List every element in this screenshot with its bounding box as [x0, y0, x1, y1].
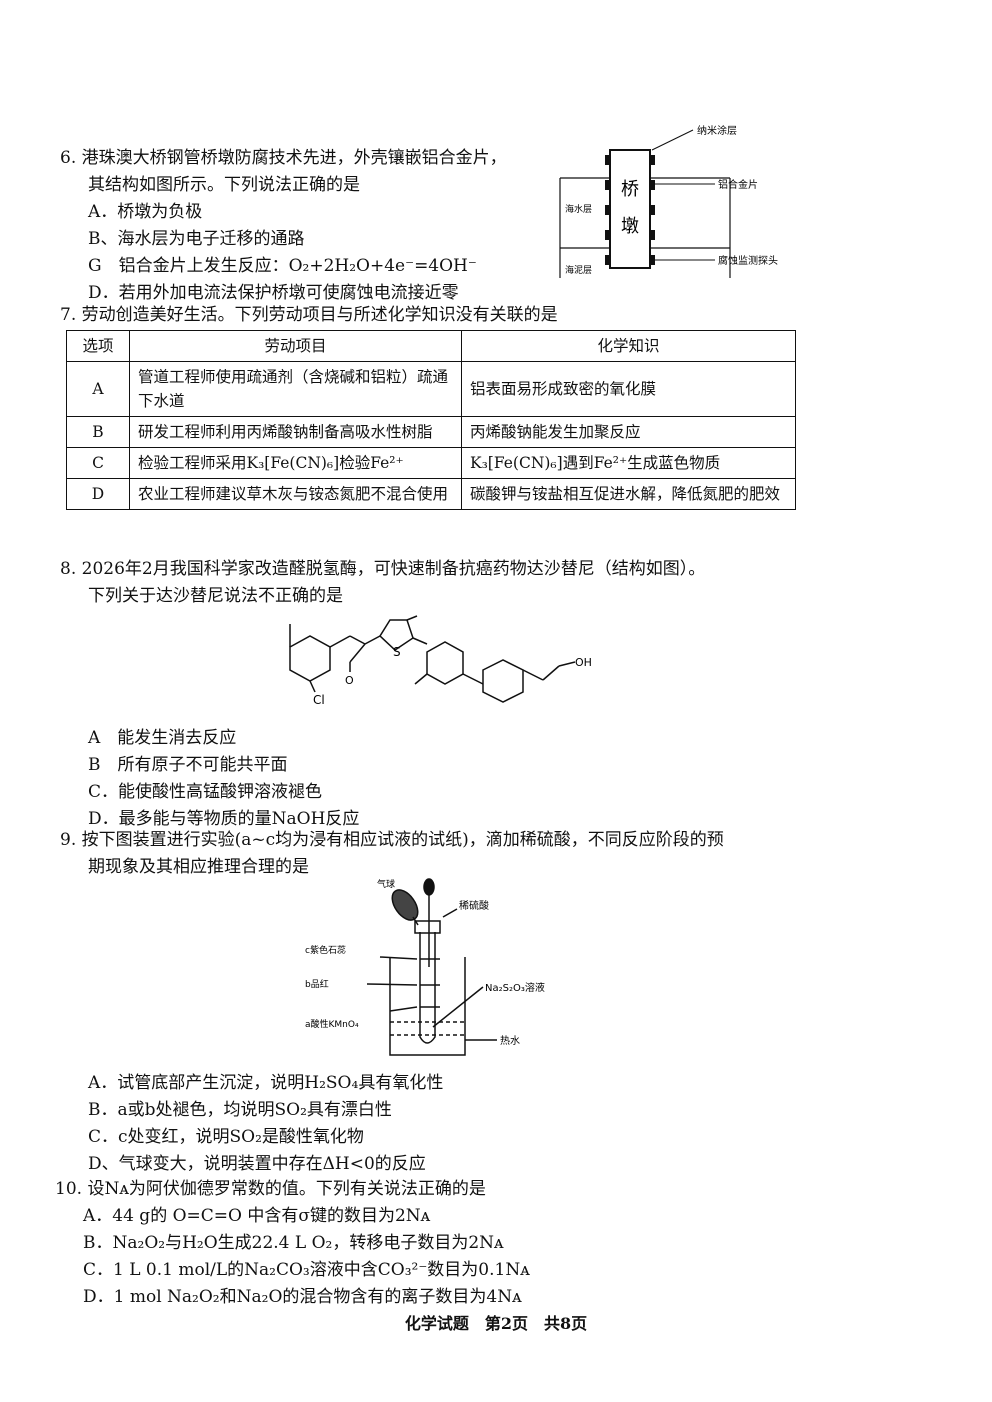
label-alloy: 铝合金片 [718, 178, 758, 191]
question-number: 7. [60, 305, 77, 325]
option-d: D、气球变大，说明装置中存在ΔH<0的反应 [88, 1154, 426, 1174]
question-8: 8. 2026年2月我国科学家改造醛脱氢酶，可快速制备抗癌药物达沙替尼（结构如图… [60, 556, 705, 610]
label-hot-water: 热水 [500, 1034, 520, 1047]
q8-options: A 能发生消去反应 B 所有原子不可能共平面 C．能使酸性高锰酸钾溶液褪色 D．… [60, 725, 359, 833]
pier-label-1: 桥 [621, 179, 639, 200]
q7-table: 选项 劳动项目 化学知识 A 管道工程师使用疏通剂（含烧碱和铝粒）疏通下水道 铝… [66, 330, 796, 510]
option-b: B、海水层为电子迁移的通路 [88, 229, 305, 249]
page-footer: 化学试题 第2页 共8页 [404, 1314, 588, 1333]
table-row: D 农业工程师建议草木灰与铵态氮肥不混合使用 碳酸钾与铵盐相互促进水解，降低氮肥… [66, 478, 796, 510]
table-row: C 检验工程师采用K₃[Fe(CN)₆]检验Fe²⁺ K₃[Fe(CN)₆]遇到… [66, 447, 796, 479]
label-probe: 腐蚀监测探头 [718, 254, 778, 267]
label-c-litmus: c紫色石蕊 [305, 944, 346, 956]
header-chem: 化学知识 [461, 330, 796, 362]
option-b: B．Na₂O₂与H₂O生成22.4 L O₂，转移电子数目为2Nᴀ [83, 1233, 504, 1253]
option-c: C．c处变红，说明SO₂是酸性氧化物 [88, 1127, 364, 1147]
label-mud: 海泥层 [565, 264, 592, 276]
question-10: 10. 设Nᴀ为阿伏伽德罗常数的值。下列有关说法正确的是 A．44 g的 O=C… [55, 1176, 530, 1311]
header-labor: 劳动项目 [129, 330, 462, 362]
row-option: B [66, 416, 130, 448]
row-option: A [66, 361, 130, 417]
row-option: C [66, 447, 130, 479]
option-d: D．若用外加电流法保护桥墩可使腐蚀电流接近零 [88, 283, 459, 303]
row-labor: 检验工程师采用K₃[Fe(CN)₆]检验Fe²⁺ [129, 447, 462, 479]
row-chem: 铝表面易形成致密的氧化膜 [461, 361, 796, 417]
label-seawater: 海水层 [565, 203, 592, 215]
question-6: 6. 港珠澳大桥钢管桥墩防腐技术先进，外壳镶嵌铝合金片， 其结构如图所示。下列说… [60, 145, 560, 307]
q9-options: A．试管底部产生沉淀，说明H₂SO₄具有氧化性 B．a或b处褪色，均说明SO₂具… [60, 1070, 443, 1178]
label-balloon: 气球 [377, 878, 395, 890]
question-stem: 2026年2月我国科学家改造醛脱氢酶，可快速制备抗癌药物达沙替尼（结构如图）。 [81, 559, 706, 579]
option-d: D．最多能与等物质的量NaOH反应 [88, 809, 360, 829]
atom-s: S [393, 645, 401, 659]
row-chem: 丙烯酸钠能发生加聚反应 [461, 416, 796, 448]
question-stem: 下列关于达沙替尼说法不正确的是 [88, 586, 343, 606]
row-option: D [66, 478, 130, 510]
row-labor: 研发工程师利用丙烯酸钠制备高吸水性树脂 [129, 416, 462, 448]
question-stem: 设Nᴀ为阿伏伽德罗常数的值。下列有关说法正确的是 [87, 1179, 486, 1199]
option-a: A．桥墩为负极 [88, 202, 203, 222]
question-number: 6. [60, 148, 77, 168]
question-stem: 按下图装置进行实验(a~c均为浸有相应试液的试纸)，滴加稀硫酸，不同反应阶段的预 [81, 830, 724, 850]
label-na2s2o3: Na₂S₂O₃溶液 [485, 981, 545, 994]
table-header-row: 选项 劳动项目 化学知识 [66, 330, 796, 362]
bridge-pier-diagram: 桥 墩 纳米涂层 铝合金片 海水层 海泥层 腐蚀监测探头 [559, 124, 778, 278]
option-c: G 铝合金片上发生反应：O₂+2H₂O+4e⁻=4OH⁻ [88, 256, 477, 276]
row-labor: 农业工程师建议草木灰与铵态氮肥不混合使用 [129, 478, 462, 510]
label-acid: 稀硫酸 [459, 899, 489, 912]
label-b-fuchsin: b品红 [305, 978, 329, 990]
row-chem: 碳酸钾与铵盐相互促进水解，降低氮肥的肥效 [461, 478, 796, 510]
label-coating: 纳米涂层 [697, 124, 737, 137]
question-number: 8. [60, 559, 77, 579]
apparatus-diagram: 气球 稀硫酸 c紫色石蕊 b品红 a酸性KMnO₄ Na₂S₂O₃溶液 热水 [305, 878, 545, 1056]
table-row: A 管道工程师使用疏通剂（含烧碱和铝粒）疏通下水道 铝表面易形成致密的氧化膜 [66, 361, 796, 417]
row-chem: K₃[Fe(CN)₆]遇到Fe²⁺生成蓝色物质 [461, 447, 796, 479]
option-a: A．44 g的 O=C=O 中含有σ键的数目为2Nᴀ [83, 1206, 431, 1226]
option-a: A．试管底部产生沉淀，说明H₂SO₄具有氧化性 [88, 1073, 444, 1093]
label-a-kmno4: a酸性KMnO₄ [305, 1018, 359, 1030]
question-stem: 港珠澳大桥钢管桥墩防腐技术先进，外壳镶嵌铝合金片， [81, 148, 507, 168]
row-labor: 管道工程师使用疏通剂（含烧碱和铝粒）疏通下水道 [129, 361, 462, 417]
table-row: B 研发工程师利用丙烯酸钠制备高吸水性树脂 丙烯酸钠能发生加聚反应 [66, 416, 796, 448]
atom-o: O [345, 674, 354, 687]
question-number: 10. [55, 1179, 83, 1199]
pier-label-2: 墩 [621, 216, 639, 237]
atom-cl: Cl [313, 693, 325, 707]
option-c: C．能使酸性高锰酸钾溶液褪色 [88, 782, 323, 802]
option-a: A 能发生消去反应 [88, 728, 237, 748]
dasatinib-structure: Cl OH S O [289, 615, 592, 707]
question-9: 9. 按下图装置进行实验(a~c均为浸有相应试液的试纸)，滴加稀硫酸，不同反应阶… [60, 827, 724, 881]
header-option: 选项 [66, 330, 130, 362]
question-stem: 劳动创造美好生活。下列劳动项目与所述化学知识没有关联的是 [81, 305, 558, 325]
option-b: B．a或b处褪色，均说明SO₂具有漂白性 [88, 1100, 392, 1120]
question-stem: 期现象及其相应推理合理的是 [88, 857, 309, 877]
option-c: C．1 L 0.1 mol/L的Na₂CO₃溶液中含CO₃²⁻数目为0.1Nᴀ [83, 1260, 530, 1280]
question-7: 7. 劳动创造美好生活。下列劳动项目与所述化学知识没有关联的是 [60, 302, 558, 329]
question-number: 9. [60, 830, 77, 850]
option-d: D．1 mol Na₂O₂和Na₂O的混合物含有的离子数目为4Nᴀ [83, 1287, 522, 1307]
atom-oh: OH [575, 656, 592, 669]
option-b: B 所有原子不可能共平面 [88, 755, 288, 775]
question-stem: 其结构如图所示。下列说法正确的是 [88, 175, 360, 195]
